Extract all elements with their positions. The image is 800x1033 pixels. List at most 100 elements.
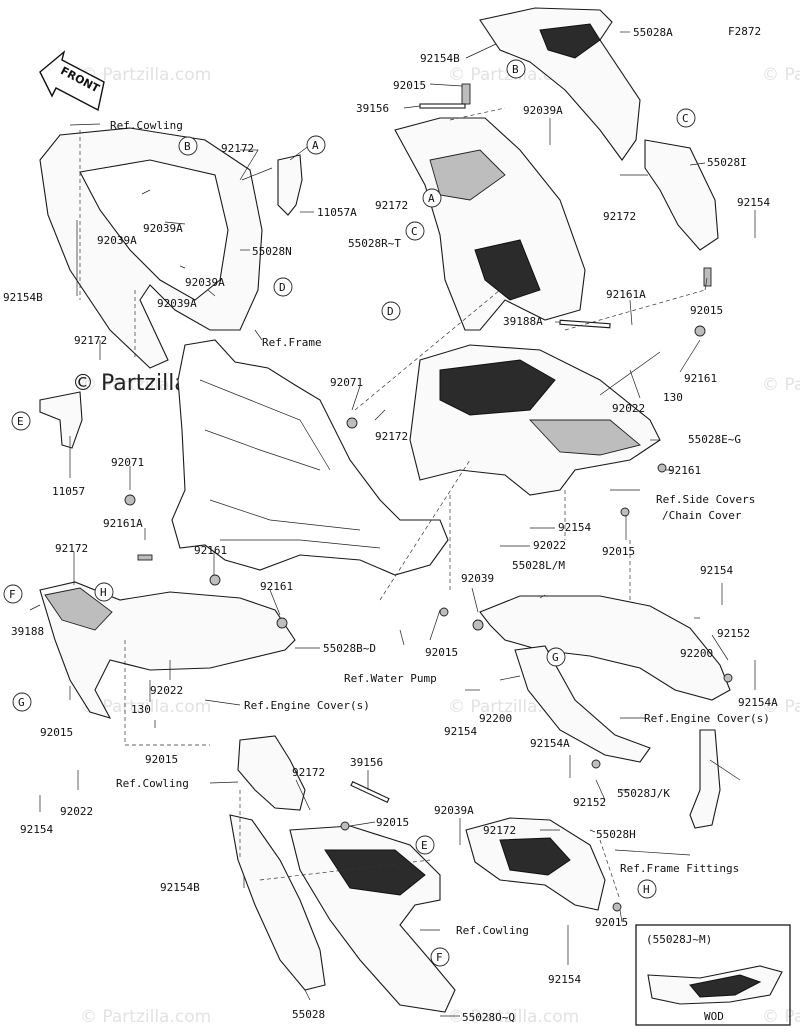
part-label: 92154 bbox=[737, 196, 770, 209]
callout-circle bbox=[422, 188, 442, 208]
part-label: 92071 bbox=[330, 376, 363, 389]
part-label: Ref.Water Pump bbox=[344, 672, 437, 685]
part-label: 92015 bbox=[376, 816, 409, 829]
part-label: 92015 bbox=[595, 916, 628, 929]
part-label: 92015 bbox=[425, 646, 458, 659]
watermark-text: © Partzilla.com bbox=[448, 1007, 579, 1027]
callout-letter: F bbox=[9, 588, 16, 601]
watermark-text: © Partzilla.com bbox=[80, 1007, 211, 1027]
part-label: 55028N bbox=[252, 245, 292, 258]
part-label: Ref.Engine Cover(s) bbox=[644, 712, 770, 725]
callout-letter: H bbox=[100, 586, 107, 599]
callout-letter: B bbox=[184, 140, 191, 153]
part-label: Ref.Cowling bbox=[456, 924, 529, 937]
part-label: 92039 bbox=[461, 572, 494, 585]
part-label: 92015 bbox=[393, 79, 426, 92]
figure-id: F2872 bbox=[728, 25, 761, 38]
part-label: 92154B bbox=[420, 52, 460, 65]
part-label: 92161A bbox=[606, 288, 646, 301]
part-55028L-M bbox=[479, 595, 731, 701]
front-arrow-icon: FRONT bbox=[39, 50, 105, 112]
part-label: Ref.Cowling bbox=[116, 777, 189, 790]
part-label: Ref.Cowling bbox=[110, 119, 183, 132]
part-label: 92172 bbox=[483, 824, 516, 837]
part-label: 130 bbox=[131, 703, 151, 716]
part-label: Ref.Frame Fittings bbox=[620, 862, 739, 875]
part-label: 92039A bbox=[523, 104, 563, 117]
part-label: Ref.Frame bbox=[262, 336, 322, 349]
callout-letter: E bbox=[421, 839, 428, 852]
part-11057A bbox=[277, 154, 303, 216]
part-label: 92039A bbox=[157, 297, 197, 310]
part-label: 55028B~D bbox=[323, 642, 376, 655]
callout-circle bbox=[676, 108, 696, 128]
part-frame-ref bbox=[171, 339, 449, 576]
part-label: 92154B bbox=[3, 291, 43, 304]
part-label: 92172 bbox=[603, 210, 636, 223]
callout-circle bbox=[178, 136, 198, 156]
callout-circle bbox=[94, 582, 114, 602]
part-label: 92071 bbox=[111, 456, 144, 469]
callout-letter: G bbox=[552, 651, 559, 664]
callout-letter: B bbox=[512, 63, 519, 76]
part-labels: 55028A 92154B 92015 39156 92039A 55028I … bbox=[3, 26, 778, 1024]
callout-circle bbox=[12, 692, 32, 712]
callout-circle bbox=[405, 221, 425, 241]
part-label: 92154 bbox=[548, 973, 581, 986]
part-label: 92161 bbox=[684, 372, 717, 385]
part-frame-fittings bbox=[689, 729, 721, 829]
part-label: 92161 bbox=[260, 580, 293, 593]
callout-letter: G bbox=[18, 696, 25, 709]
part-11057 bbox=[39, 391, 83, 449]
part-label: 55028I bbox=[707, 156, 747, 169]
part-label: Ref.Side Covers bbox=[656, 493, 755, 506]
part-label: 92039A bbox=[434, 804, 474, 817]
callout-letter: D bbox=[387, 305, 394, 318]
part-label: 92154A bbox=[530, 737, 570, 750]
part-label: 39188A bbox=[503, 315, 543, 328]
callout-letter: H bbox=[643, 883, 650, 896]
part-label: 92172 bbox=[221, 142, 254, 155]
part-label: Ref.Engine Cover(s) bbox=[244, 699, 370, 712]
part-label: 92154A bbox=[738, 696, 778, 709]
part-55028I bbox=[644, 139, 719, 251]
part-label: 92172 bbox=[74, 334, 107, 347]
part-label: 92022 bbox=[150, 684, 183, 697]
part-label: 92152 bbox=[717, 627, 750, 640]
part-label: 92161A bbox=[103, 517, 143, 530]
part-label: 92022 bbox=[533, 539, 566, 552]
part-55028J-K bbox=[514, 645, 651, 763]
part-label: 92039A bbox=[185, 276, 225, 289]
watermark-text: © Partzilla.com bbox=[80, 697, 211, 717]
part-shapes bbox=[39, 7, 733, 1013]
part-label: 92015 bbox=[690, 304, 723, 317]
part-label: 92015 bbox=[602, 545, 635, 558]
part-label: 92015 bbox=[40, 726, 73, 739]
part-label: 39156 bbox=[356, 102, 389, 115]
callout-letter: D bbox=[279, 281, 286, 294]
part-label: 92154B bbox=[160, 881, 200, 894]
watermark-text: © Partzilla.com bbox=[762, 1007, 800, 1027]
callout-circle bbox=[3, 584, 23, 604]
callout-letter: A bbox=[312, 139, 319, 152]
part-label: 92039A bbox=[143, 222, 183, 235]
part-label: 92015 bbox=[145, 753, 178, 766]
part-label: 55028R~T bbox=[348, 237, 401, 250]
part-label: 55028E~G bbox=[688, 433, 741, 446]
watermark-text: © Partzilla.com bbox=[762, 375, 800, 395]
part-label: 39188 bbox=[11, 625, 44, 638]
watermark-text: © Partzilla.com bbox=[762, 65, 800, 85]
part-label: 39156 bbox=[350, 756, 383, 769]
callout-letter: C bbox=[682, 112, 689, 125]
part-label: 55028 bbox=[292, 1008, 325, 1021]
callout-circle bbox=[415, 835, 435, 855]
callout-letter: C bbox=[411, 225, 418, 238]
part-label: 92022 bbox=[612, 402, 645, 415]
part-label: 55028H bbox=[596, 828, 636, 841]
inset-label: (55028J~M) bbox=[646, 933, 712, 946]
callout-letter: F bbox=[436, 951, 443, 964]
callout-circle bbox=[637, 879, 657, 899]
callout-letter: E bbox=[17, 415, 24, 428]
part-label: 92022 bbox=[60, 805, 93, 818]
